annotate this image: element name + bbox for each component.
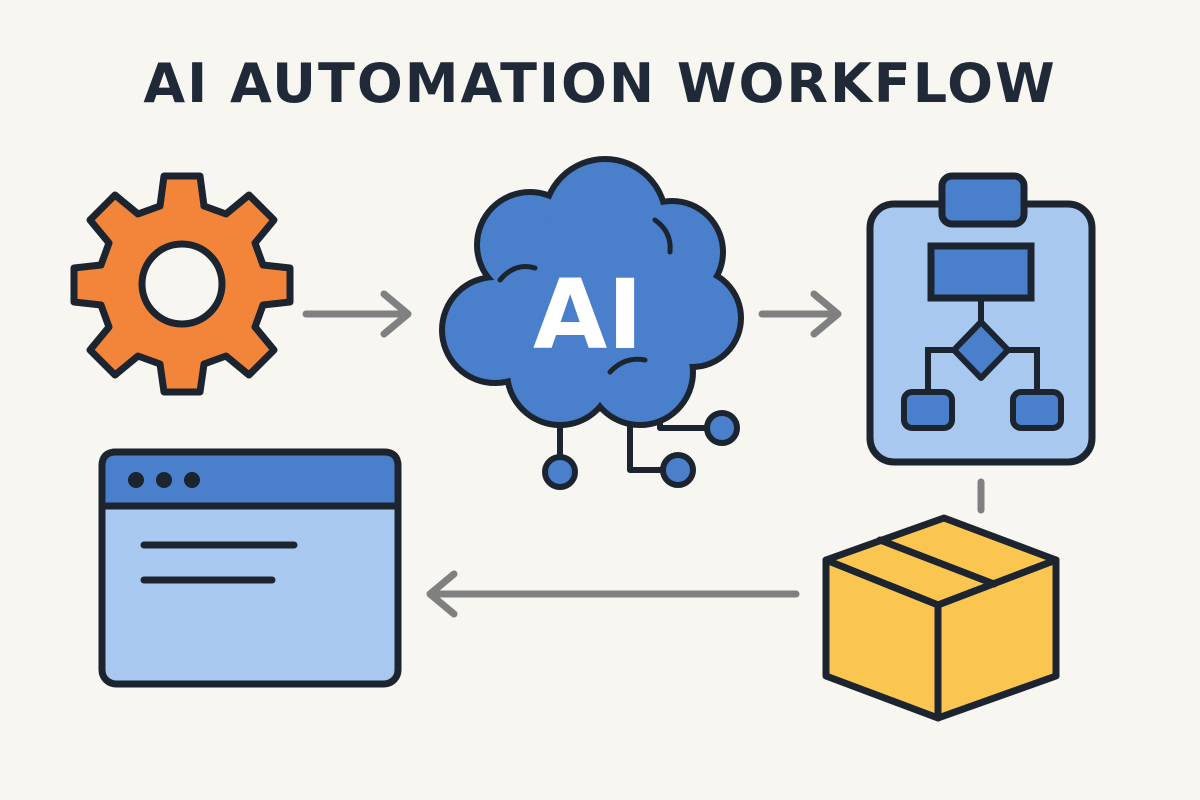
flowchart-clipboard-icon	[866, 172, 1096, 466]
arrow-box-to-browser	[426, 570, 800, 618]
arrow-gear-to-ai	[302, 290, 412, 338]
ai-label: AI	[533, 259, 643, 371]
package-box-icon	[822, 514, 1060, 722]
diagram-title: AI AUTOMATION WORKFLOW	[143, 52, 1057, 115]
ai-cloud-icon: AI	[439, 156, 744, 490]
browser-window-icon	[98, 448, 402, 688]
arrow-ai-to-flowchart	[758, 290, 842, 338]
gear-icon	[70, 172, 294, 396]
